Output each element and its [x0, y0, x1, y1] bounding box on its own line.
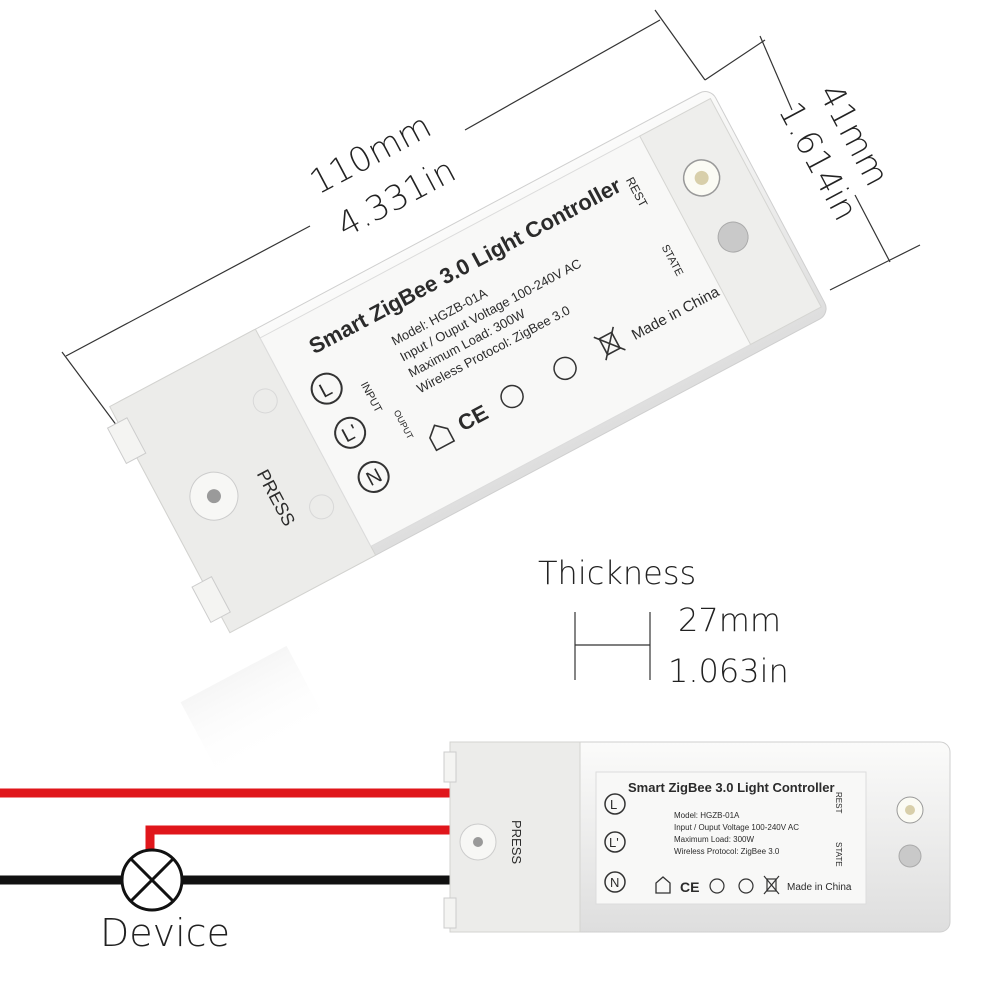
house-icon-bottom [655, 876, 671, 894]
state-text-bottom: STATE [834, 842, 843, 867]
thickness-label: Thickness [538, 554, 696, 592]
state-led-bottom [898, 844, 922, 868]
live-out-wire [145, 825, 458, 852]
rest-text-bottom: REST [834, 792, 843, 813]
etl-icon [500, 384, 524, 409]
controller-front-view: PRESS Smart ZigBee 3.0 Light Controller … [443, 741, 951, 933]
controller-top-view: PRESS Smart ZigBee 3.0 Light Controller … [106, 91, 827, 634]
model-text-bottom: Model: HGZB-01A [674, 811, 740, 820]
thickness-in-label: 1.063in [668, 652, 789, 690]
lamp-icon [120, 848, 184, 912]
weee-bin-icon [593, 326, 626, 361]
voltage-text-bottom: Input / Ouput Voltage 100-240V AC [674, 823, 799, 832]
thickness-bracket [574, 612, 651, 680]
load-text-bottom: Maximum Load: 300W [674, 835, 754, 844]
dimension-lines [61, 9, 921, 431]
house-icon [429, 424, 456, 452]
weee-bin-icon-bottom [763, 875, 780, 895]
etl-icon-bottom [709, 878, 725, 894]
product-title-bottom: Smart ZigBee 3.0 Light Controller [628, 780, 835, 795]
reflection [180, 645, 329, 782]
device-caption: Device [100, 911, 230, 955]
made-in-text-bottom: Made in China [787, 882, 852, 893]
terminal-n-bottom: N [610, 875, 619, 890]
press-text-bottom: PRESS [509, 820, 524, 864]
rcm-icon [553, 356, 577, 381]
terminal-l-bottom: L [610, 797, 617, 812]
ce-mark-bottom: CE [680, 879, 699, 895]
state-led [717, 221, 749, 253]
thickness-mm-label: 27mm [678, 601, 781, 639]
rcm-icon-bottom [738, 878, 754, 894]
wiring [0, 788, 458, 885]
terminal-l-prime-bottom: L' [609, 835, 619, 850]
protocol-text-bottom: Wireless Protocol: ZigBee 3.0 [674, 847, 780, 856]
